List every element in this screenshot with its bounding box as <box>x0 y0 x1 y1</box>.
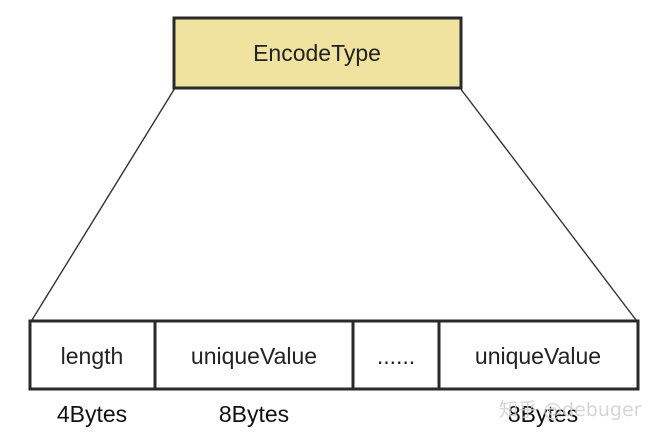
segment-unique-value-2-label: uniqueValue <box>475 343 601 369</box>
size-label-length: 4Bytes <box>57 401 127 427</box>
encode-type-rect <box>172 16 463 90</box>
segment-row-frame <box>28 319 640 391</box>
segment-unique-value-label: uniqueValue <box>191 343 317 369</box>
encode-type-box: EncodeType <box>172 16 463 90</box>
segment-ellipsis-label: ...... <box>377 343 415 369</box>
connector-left-line <box>31 87 176 321</box>
size-labels: 4Bytes 8Bytes 8Bytes <box>57 401 578 427</box>
connector-right-line <box>459 87 637 321</box>
segment-length-label: length <box>61 343 124 369</box>
size-label-unique-value-2: 8Bytes <box>508 401 578 427</box>
watermark-text: 知乎 @debuger <box>499 399 642 421</box>
encode-type-label: EncodeType <box>253 40 381 66</box>
size-label-unique-value: 8Bytes <box>219 401 289 427</box>
segment-row: length uniqueValue ...... uniqueValue <box>28 319 640 391</box>
